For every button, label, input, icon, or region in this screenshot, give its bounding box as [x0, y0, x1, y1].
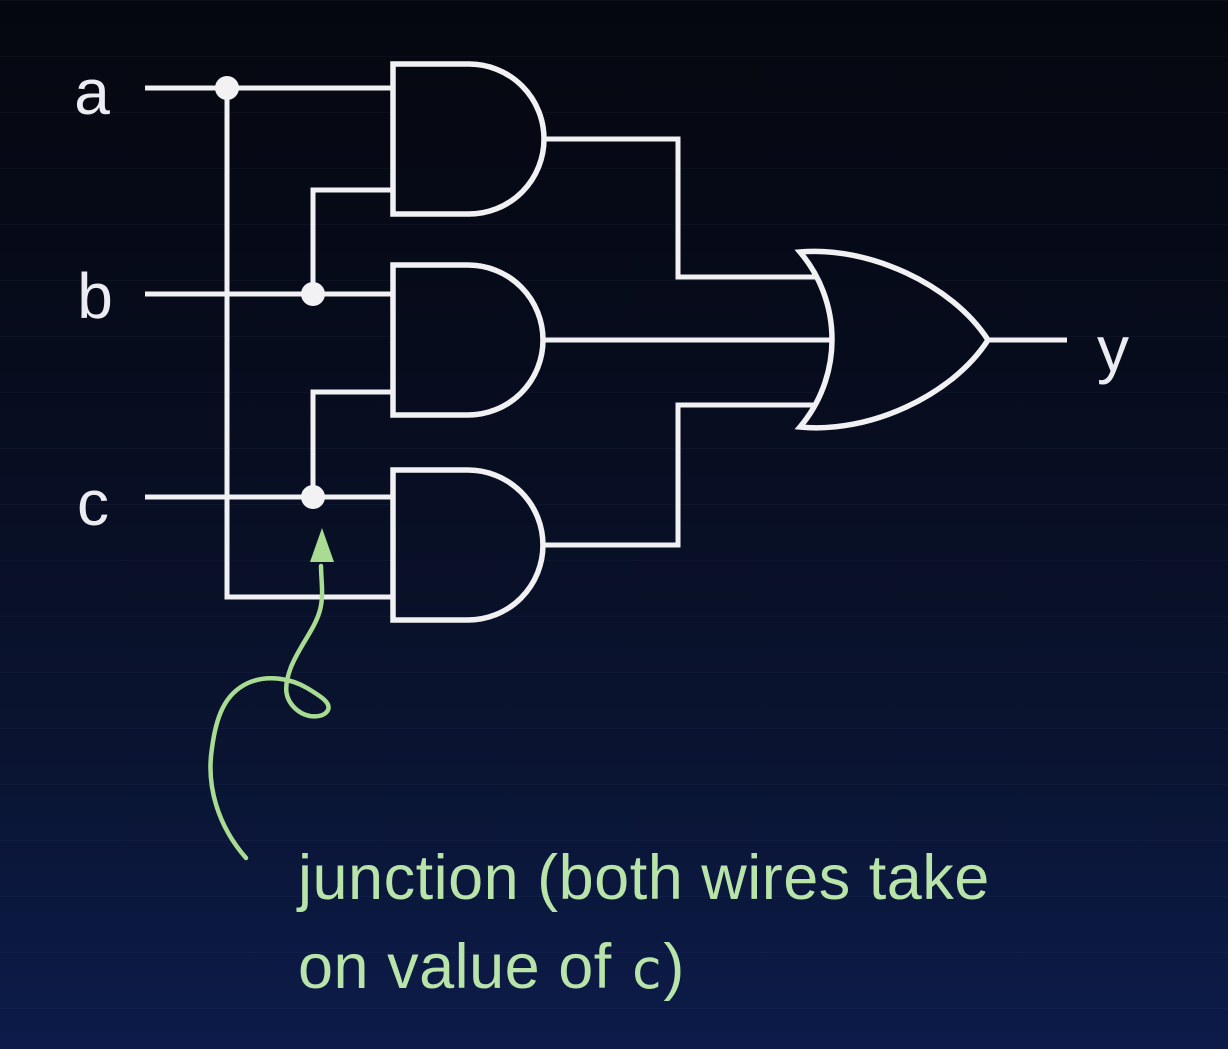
- junction-annotation-line1: junction (both wires take: [298, 843, 990, 913]
- wire-branch-b-to-and1: [310, 187, 410, 294]
- junction-annotation-line2-prefix: on value of: [298, 932, 630, 1003]
- wire-and1-to-or: [543, 136, 848, 280]
- annotation-arrow: [208, 528, 334, 861]
- junction-annotation-line2-suffix: ): [663, 932, 685, 1003]
- input-label-a: a: [74, 56, 110, 128]
- wire-and3-to-or: [543, 402, 848, 548]
- junction-dot-b: [301, 282, 325, 306]
- wires: [145, 85, 1067, 600]
- annotation-arrowhead-icon: [310, 528, 334, 562]
- junction-dot-c: [301, 485, 325, 509]
- input-label-b: b: [77, 260, 113, 332]
- and-gate-bottom: [390, 467, 546, 623]
- gates: [390, 61, 992, 623]
- junction-annotation-code-c: c: [629, 937, 664, 1002]
- and-gate-top: [390, 61, 547, 217]
- annotation-arrow-curve: [208, 563, 331, 861]
- junction-dot-a: [215, 76, 239, 100]
- output-label-y: y: [1097, 313, 1129, 385]
- wire-branch-a-to-and3: [224, 88, 410, 600]
- wire-branch-c-to-and2: [310, 389, 410, 497]
- junction-dots: [215, 76, 325, 509]
- and-gate-middle: [390, 262, 546, 418]
- junction-annotation-line2: on value of c): [298, 923, 1178, 1012]
- or-gate: [794, 248, 992, 431]
- input-label-c: c: [77, 467, 109, 539]
- junction-annotation: junction (both wires take on value of c): [298, 834, 1178, 1013]
